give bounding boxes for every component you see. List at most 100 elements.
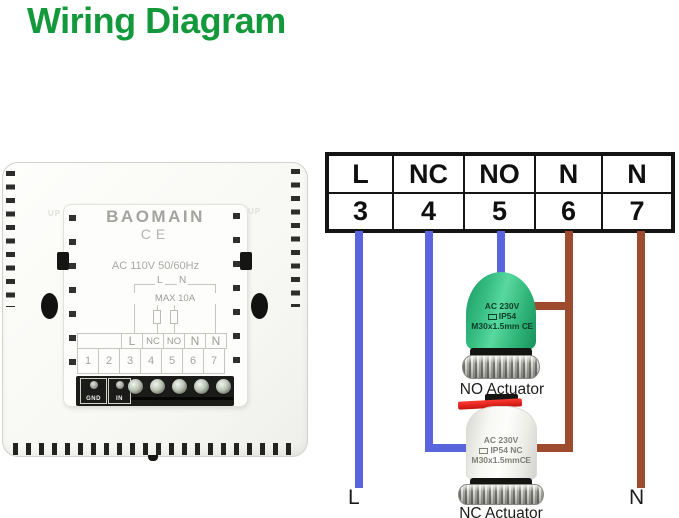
schematic-line-label: L (155, 275, 165, 286)
wire-terminal6-neutral-vertical (565, 231, 573, 452)
wiring-terminal-table: L NC NO N N 3 4 5 6 7 (325, 152, 675, 233)
mounting-hole-left (41, 293, 58, 319)
nc-actuator: AC 230V IP54 NC M30x1.5mmCE NC Actuator (455, 393, 547, 518)
terminal-label: NC (142, 333, 164, 349)
gnd-label: GND (86, 396, 101, 402)
nc-actuator-voltage: AC 230V (483, 435, 519, 445)
schematic-top-line (134, 284, 216, 285)
nc-actuator-body (466, 406, 537, 480)
gnd-terminal: GND (80, 378, 107, 404)
no-actuator-ce-mark: CE (521, 321, 533, 331)
table-header-cell: L (328, 155, 393, 193)
supply-live-label: L (348, 486, 360, 509)
table-number-cell: 6 (535, 193, 602, 230)
no-actuator-voltage: AC 230V (484, 301, 520, 311)
terminal-label: N (205, 333, 227, 349)
nc-actuator-ce-mark: CE (519, 455, 531, 465)
table-header-cell: NO (464, 155, 535, 193)
nc-actuator-label: NC Actuator (459, 505, 543, 518)
vent-slots-right-outer (291, 169, 300, 307)
vent-slots-left-inner (69, 215, 76, 375)
schematic-left-line (134, 284, 135, 333)
supply-neutral-label: N (629, 486, 645, 509)
no-actuator-ip-rating: IP54 (498, 311, 517, 321)
terminal-number: 7 (203, 348, 225, 374)
terminal-number: 4 (140, 348, 162, 374)
wire-terminal4-nc-vertical (425, 231, 433, 452)
table-header-cell: N (602, 155, 672, 193)
terminal-number: 3 (119, 348, 141, 374)
nc-actuator-markings: AC 230V IP54 NC M30x1.5mmCE (455, 435, 547, 465)
terminal-screw-5 (172, 379, 187, 394)
no-actuator-body (466, 272, 536, 350)
terminal-screw-3 (128, 379, 143, 394)
power-rating-text: AC 110V 50/60Hz (111, 260, 200, 272)
wire-terminal4-nc-horizontal (425, 444, 470, 452)
up-marking-right: UP (248, 207, 262, 216)
terminal-number: 2 (98, 348, 120, 374)
terminal-label: N (184, 333, 206, 349)
mounting-clip-right (240, 252, 252, 270)
terminal-block-bar (131, 397, 233, 400)
vent-slots-left-outer (6, 171, 15, 307)
mounting-clip-left (57, 252, 69, 270)
thermostat-device: UP UP BAOMAIN CE AC 110V 50/60Hz L N MAX… (2, 162, 308, 461)
terminal-label-empty (77, 333, 122, 349)
wire-terminal6-branch-to-no-actuator (533, 302, 565, 310)
ce-mark: CE (140, 226, 171, 242)
contact-symbol-2 (170, 310, 178, 324)
nc-actuator-collar (470, 478, 532, 487)
in-terminal: IN (108, 378, 131, 404)
contact-symbol-1 (153, 310, 161, 324)
max-current-label: MAX 10A (134, 293, 216, 304)
vent-slots-bottom (13, 443, 294, 455)
contact-stub (174, 324, 175, 333)
nc-actuator-nut (458, 484, 544, 505)
page-title: Wiring Diagram (27, 0, 286, 41)
terminal-block: GND IN (76, 376, 234, 406)
no-actuator: AC 230V IP54 M30x1.5mm CE NO Actuator (460, 268, 544, 398)
terminal-number: 1 (77, 348, 99, 374)
vent-slots-right-inner (233, 213, 240, 373)
table-header-cell: N (535, 155, 602, 193)
no-actuator-label: NO Actuator (459, 381, 545, 398)
no-actuator-collar (470, 348, 532, 358)
wire-terminal6-to-nc-actuator (531, 444, 565, 452)
terminal-number-row: 1 2 3 4 5 6 7 (77, 348, 225, 374)
terminal-number: 5 (161, 348, 183, 374)
table-number-cell: 7 (602, 193, 672, 230)
no-actuator-nut (462, 355, 540, 379)
nc-actuator-ip-rating: IP54 NC (490, 445, 523, 455)
contact-stub (157, 305, 158, 310)
in-screw (115, 381, 124, 389)
brand-logo: BAOMAIN (106, 207, 205, 226)
no-actuator-thread: M30x1.5mm (471, 321, 520, 331)
ip-rating-box-icon (479, 447, 489, 454)
gnd-screw (89, 381, 98, 389)
table-number-cell: 4 (393, 193, 464, 230)
table-number-cell: 3 (328, 193, 393, 230)
terminal-label: NO (163, 333, 185, 349)
bottom-tab (148, 455, 158, 461)
wire-terminal7-neutral (637, 231, 645, 488)
wire-terminal3-live (355, 231, 363, 488)
terminal-number: 6 (182, 348, 204, 374)
contact-stub (157, 324, 158, 333)
schematic-right-line (215, 284, 216, 333)
contact-stub (174, 305, 175, 310)
nc-actuator-thread: M30x1.5mm (471, 455, 520, 465)
table-header-cell: NC (393, 155, 464, 193)
terminal-screw-6 (194, 379, 209, 394)
ip-rating-box-icon (487, 313, 497, 320)
no-actuator-markings: AC 230V IP54 M30x1.5mm CE (462, 301, 542, 331)
table-number-cell: 5 (464, 193, 535, 230)
terminal-screw-7 (216, 379, 231, 394)
mounting-hole-right (251, 293, 268, 319)
schematic-neutral-label: N (177, 275, 189, 286)
up-marking-left: UP (48, 209, 62, 218)
terminal-label: L (121, 333, 143, 349)
terminal-label-row: L NC NO N N (77, 333, 227, 349)
in-label: IN (116, 396, 123, 402)
terminal-screw-4 (150, 379, 165, 394)
